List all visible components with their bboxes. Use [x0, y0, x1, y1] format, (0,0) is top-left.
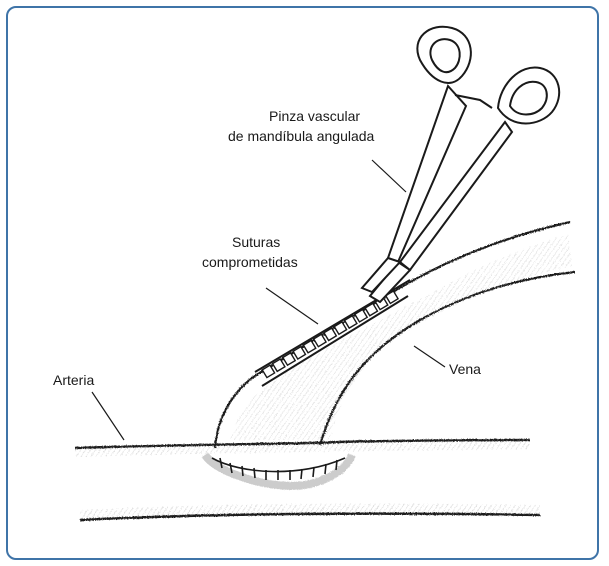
label-clamp-line1: Pinza vascular — [269, 108, 360, 124]
label-sutures-line1: Suturas — [232, 234, 280, 250]
label-clamp-line2: de mandíbula angulada — [228, 128, 375, 144]
label-sutures-line2: comprometidas — [202, 254, 298, 270]
label-vein: Vena — [449, 361, 481, 377]
label-artery: Arteria — [53, 372, 94, 388]
artery — [75, 440, 540, 520]
